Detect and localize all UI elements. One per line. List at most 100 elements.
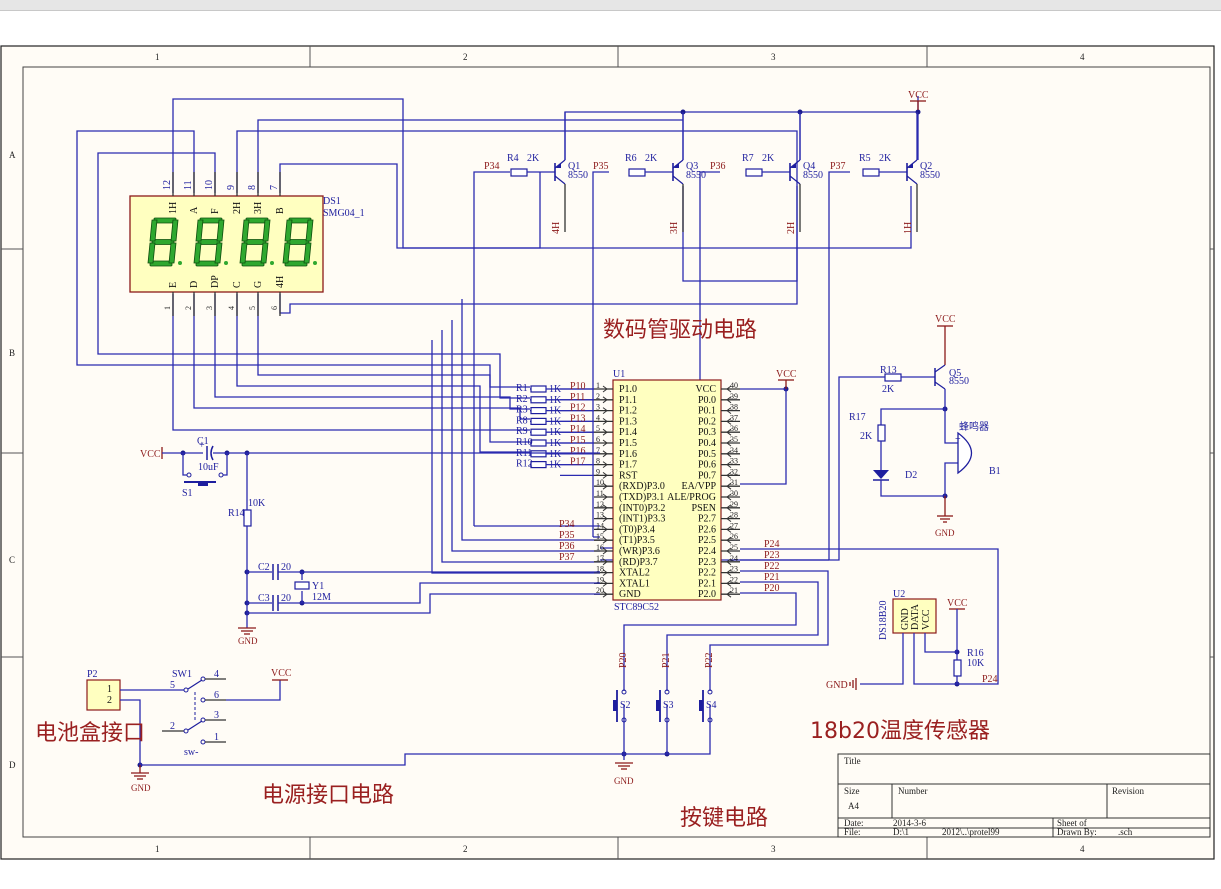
- svg-text:R1: R1: [516, 383, 528, 394]
- display-pin-10: 10F: [204, 172, 221, 214]
- svg-text:35: 35: [730, 435, 738, 444]
- svg-text:1H: 1H: [168, 202, 179, 214]
- svg-text:27: 27: [730, 521, 738, 530]
- svg-text:36: 36: [730, 424, 738, 433]
- svg-text:P1.7: P1.7: [619, 460, 637, 471]
- svg-text:1K: 1K: [549, 406, 562, 417]
- svg-text:21: 21: [730, 586, 738, 595]
- svg-text:2: 2: [596, 392, 600, 401]
- grid-col-3-top: 3: [771, 52, 776, 62]
- digit-4: [282, 217, 317, 267]
- mcu-left-net-labels: P34 P35 P36 P37: [559, 519, 575, 563]
- svg-text:VCC: VCC: [908, 90, 929, 101]
- svg-text:C: C: [232, 281, 243, 288]
- svg-text:P24: P24: [764, 539, 780, 550]
- svg-text:B1: B1: [989, 466, 1001, 477]
- svg-text:GND: GND: [935, 528, 955, 538]
- svg-text:22: 22: [730, 575, 738, 584]
- svg-text:VCC: VCC: [935, 314, 956, 325]
- svg-text:P21: P21: [764, 572, 780, 583]
- svg-text:DS18B20: DS18B20: [878, 601, 889, 640]
- svg-text:Y1: Y1: [312, 581, 324, 592]
- svg-text:B: B: [275, 207, 286, 214]
- grid-dividers: [1, 46, 1214, 859]
- svg-text:9: 9: [226, 185, 237, 190]
- svg-text:VCC: VCC: [921, 609, 932, 630]
- svg-text:5: 5: [170, 680, 175, 691]
- svg-text:2: 2: [170, 721, 175, 732]
- transistor-ref: Q2: [920, 161, 932, 172]
- svg-text:5: 5: [248, 306, 257, 310]
- svg-text:P0.5: P0.5: [698, 449, 716, 460]
- display-pin-7: 7B: [269, 172, 286, 214]
- svg-text:2: 2: [184, 306, 193, 310]
- svg-text:P2.6: P2.6: [698, 524, 716, 535]
- svg-text:19: 19: [596, 575, 604, 584]
- mcu-part: STC89C52: [614, 602, 659, 613]
- display-pin-6: 64H: [270, 276, 286, 316]
- svg-text:12M: 12M: [312, 592, 331, 603]
- svg-text:18: 18: [596, 565, 604, 574]
- svg-text:P1.2: P1.2: [619, 406, 637, 417]
- resistor-r5: [862, 168, 880, 177]
- svg-text:37: 37: [730, 413, 738, 422]
- tb-revision-label: Revision: [1112, 786, 1145, 796]
- svg-text:P22: P22: [764, 561, 780, 572]
- svg-text:4: 4: [227, 306, 236, 310]
- svg-text:S2: S2: [620, 700, 631, 711]
- svg-text:6: 6: [214, 690, 219, 701]
- svg-text:D: D: [189, 281, 200, 288]
- svg-text:S4: S4: [706, 700, 717, 711]
- svg-text:3H: 3H: [253, 202, 264, 214]
- svg-text:SW1: SW1: [172, 669, 192, 680]
- grid-row-a: A: [9, 150, 16, 160]
- svg-text:P0.6: P0.6: [698, 460, 716, 471]
- transistor-part: 8550: [568, 170, 588, 181]
- transistor-ref: Q4: [803, 161, 815, 172]
- temperature-sensor-u2[interactable]: U2 DS18B20 GND DATA VCC VCC R16 10K P24 …: [826, 589, 998, 691]
- svg-text:GND: GND: [131, 783, 151, 793]
- svg-text:(T0)P3.4: (T0)P3.4: [619, 524, 655, 535]
- svg-text:U2: U2: [893, 589, 905, 600]
- svg-text:R9: R9: [516, 426, 528, 437]
- mcu-ref: U1: [613, 369, 625, 380]
- svg-text:R16: R16: [967, 648, 984, 659]
- decimal-point: [313, 261, 317, 265]
- resistor-ref: R5: [859, 153, 871, 164]
- display-pin-5: 5G: [248, 281, 264, 316]
- tb-title-label: Title: [844, 756, 861, 766]
- transistor-part: 8550: [803, 170, 823, 181]
- svg-text:P2.3: P2.3: [698, 557, 716, 568]
- svg-text:1: 1: [163, 306, 172, 310]
- section-title-keys: 按键电路: [680, 806, 768, 831]
- svg-text:20: 20: [281, 593, 291, 604]
- r14-val: 10K: [248, 498, 266, 509]
- svg-text:GND: GND: [900, 608, 911, 630]
- display-pin-4: 4C: [227, 281, 243, 316]
- svg-text:2K: 2K: [882, 384, 895, 395]
- tb-sheet-label: Sheet of: [1057, 818, 1087, 828]
- svg-text:PSEN: PSEN: [692, 503, 716, 514]
- svg-text:R17: R17: [849, 412, 866, 423]
- svg-text:4H: 4H: [275, 276, 286, 288]
- tb-drawn-value: .sch: [1118, 827, 1133, 837]
- svg-text:P23: P23: [764, 550, 780, 561]
- output-net: 3H: [669, 222, 680, 234]
- resistor-value: 2K: [645, 153, 658, 164]
